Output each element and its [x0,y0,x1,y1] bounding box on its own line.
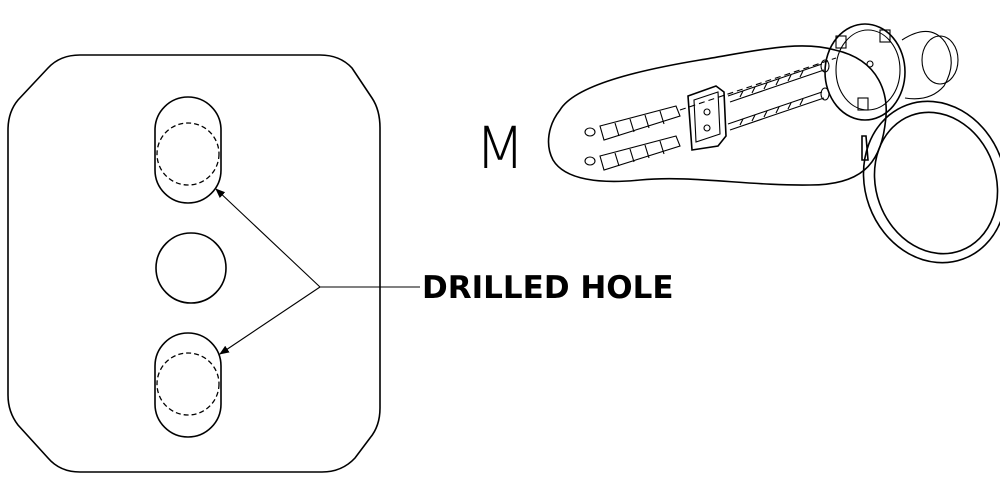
wall-hole-bottom [584,156,596,166]
drilled-hole-label: DRILLED HOLE [422,270,674,306]
towel-ring [862,100,1000,264]
screw-top [727,59,830,103]
detail-outline [547,45,887,186]
hardware-detail [547,23,1000,264]
top-slot [154,96,222,204]
screw-bottom [727,87,830,131]
leader-arrow-bottom [219,286,321,355]
leader-arrow-top [215,188,321,288]
anchor-top [599,105,681,141]
detail-m-label: M [475,114,525,182]
bottom-slot [154,332,222,438]
set-screw [861,135,869,161]
anchor-bottom [599,135,681,171]
center-hole [155,232,227,304]
wall-flange [824,23,959,121]
bottom-drilled-hole [156,352,220,416]
mounting-plate [7,54,381,473]
callout-leaders [215,188,420,355]
top-drilled-hole [156,122,220,186]
wall-hole-top [584,127,596,137]
mounting-bracket [687,85,727,151]
